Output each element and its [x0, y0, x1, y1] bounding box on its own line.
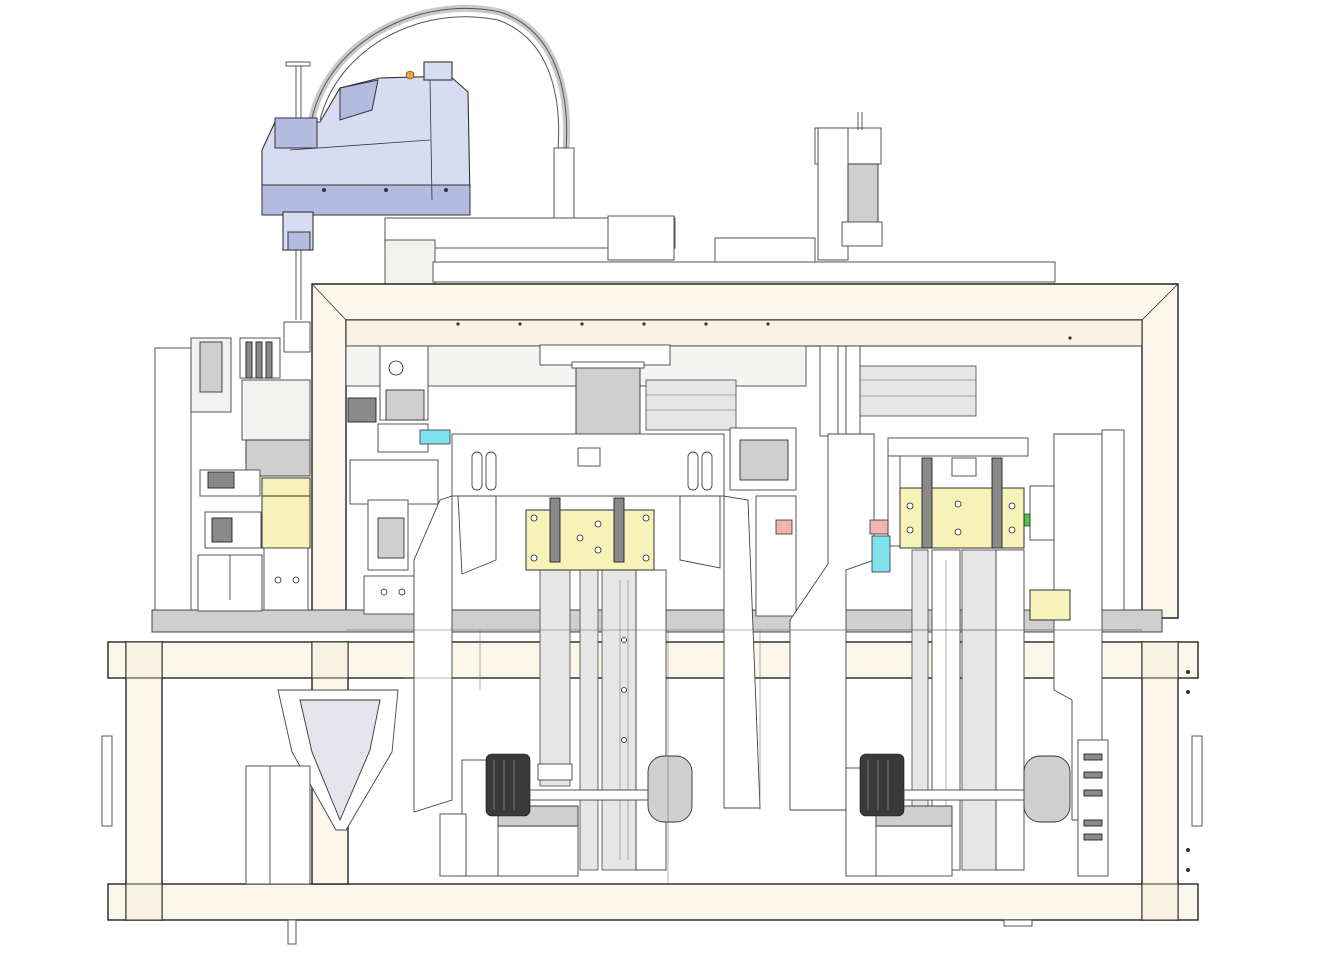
scara-robot [261, 5, 575, 320]
mid-connector [729, 345, 977, 617]
lower-hopper [245, 689, 399, 885]
right-lift-unit [789, 429, 1125, 877]
detail-lines [346, 322, 1142, 884]
center-left-module [345, 344, 807, 615]
left-feeder-station [154, 321, 311, 612]
left-lift-unit [413, 433, 761, 877]
upper-gantry [384, 112, 1056, 285]
